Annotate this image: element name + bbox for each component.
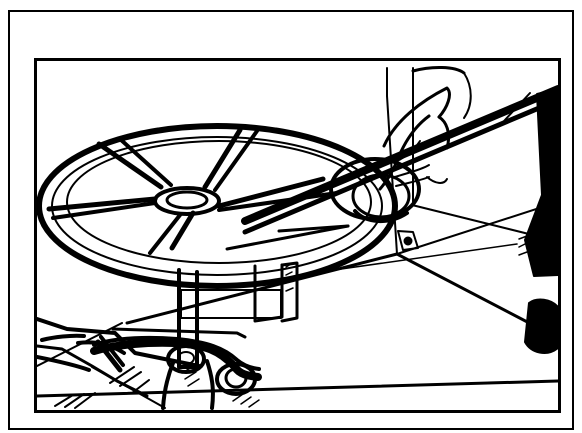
illustration-svg — [37, 66, 558, 410]
hand — [378, 66, 472, 191]
collar-ring — [329, 157, 421, 223]
illustration-panel — [34, 58, 561, 413]
large-wheel — [37, 123, 398, 289]
lower-pipe-assembly — [37, 333, 262, 410]
bracket — [397, 230, 419, 251]
shading — [54, 235, 528, 409]
machine-base — [37, 261, 299, 409]
right-side-object — [503, 88, 558, 354]
